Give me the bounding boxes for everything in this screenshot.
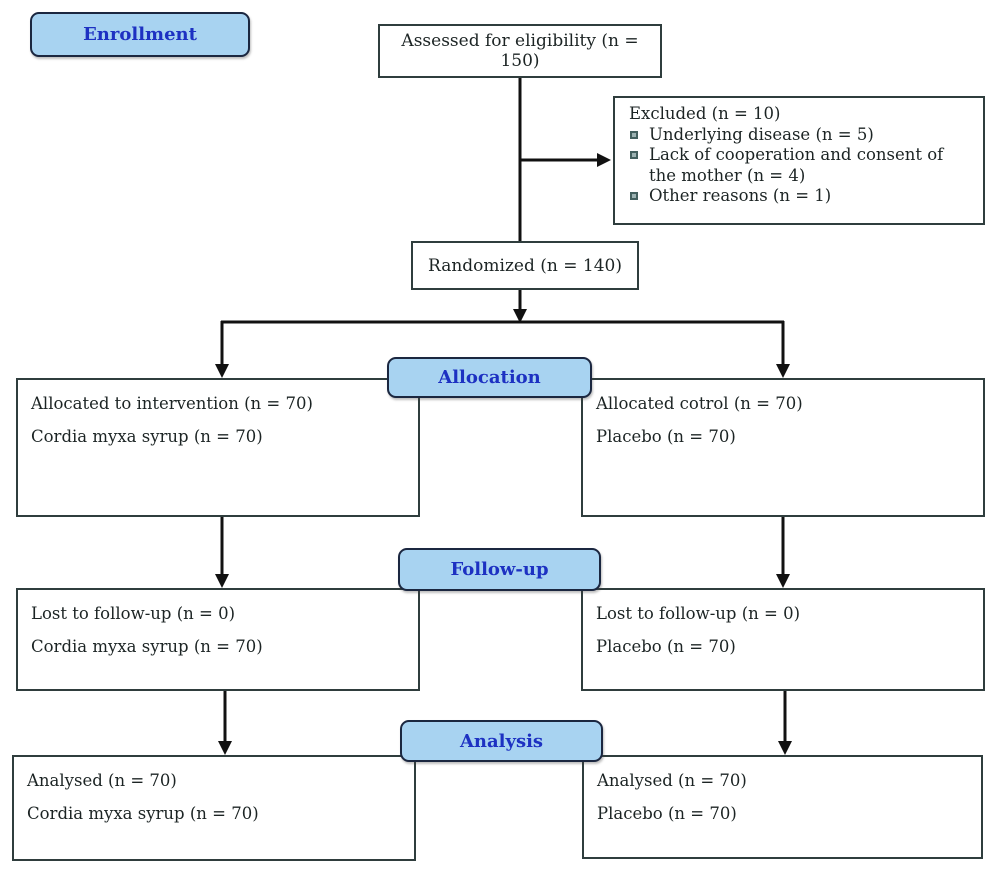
assessed-box: Assessed for eligibility (n = 150) [378, 24, 662, 78]
arrowhead-analysis-right [778, 741, 792, 755]
square-bullet-icon [630, 151, 638, 159]
randomized-box: Randomized (n = 140) [411, 241, 639, 290]
allocation-control-box: Allocated cotrol (n = 70) Placebo (n = 7… [581, 378, 985, 517]
excluded-title: Excluded (n = 10) [629, 104, 781, 123]
allocation-control-line2: Placebo (n = 70) [596, 427, 736, 446]
randomized-text: Randomized (n = 140) [428, 255, 622, 276]
arrowhead-alloc-left [215, 364, 229, 378]
assessed-text: Assessed for eligibility (n = 150) [401, 31, 639, 71]
stage-label-analysis: Analysis [400, 720, 603, 762]
arrowhead-alloc-right [776, 364, 790, 378]
arrowhead-analysis-left [218, 741, 232, 755]
followup-intervention-line2: Cordia myxa syrup (n = 70) [31, 637, 263, 656]
stage-label-allocation: Allocation [387, 357, 592, 398]
analysis-intervention-line2: Cordia myxa syrup (n = 70) [27, 804, 259, 823]
followup-control-line1: Lost to follow-up (n = 0) [596, 604, 801, 623]
arrowhead-branch-center [513, 309, 527, 323]
excluded-item: Underlying disease (n = 5) [629, 125, 975, 146]
analysis-control-box: Analysed (n = 70) Placebo (n = 70) [582, 755, 983, 859]
followup-intervention-box: Lost to follow-up (n = 0) Cordia myxa sy… [16, 588, 420, 691]
analysis-control-line2: Placebo (n = 70) [597, 804, 737, 823]
analysis-intervention-box: Analysed (n = 70) Cordia myxa syrup (n =… [12, 755, 416, 861]
stage-label-enrollment: Enrollment [30, 12, 250, 57]
excluded-item-text: Lack of cooperation and consent of the m… [649, 145, 944, 185]
stage-label-followup: Follow-up [398, 548, 601, 591]
allocation-intervention-line2: Cordia myxa syrup (n = 70) [31, 427, 263, 446]
followup-control-line2: Placebo (n = 70) [596, 637, 736, 656]
square-bullet-icon [630, 192, 638, 200]
followup-intervention-line1: Lost to follow-up (n = 0) [31, 604, 236, 623]
square-bullet-icon [630, 130, 638, 139]
analysis-intervention-line1: Analysed (n = 70) [27, 771, 177, 790]
allocation-intervention-line1: Allocated to intervention (n = 70) [31, 394, 313, 413]
excluded-item-text: Other reasons (n = 1) [649, 186, 832, 205]
followup-control-box: Lost to follow-up (n = 0) Placebo (n = 7… [581, 588, 985, 691]
excluded-item: Other reasons (n = 1) [629, 186, 975, 207]
arrowhead-followup-right [776, 574, 790, 588]
excluded-item: Lack of cooperation and consent of the m… [629, 145, 975, 186]
excluded-item-text: Underlying disease (n = 5) [649, 124, 874, 144]
excluded-box: Excluded (n = 10) Underlying disease (n … [613, 96, 985, 225]
arrowhead-followup-left [215, 574, 229, 588]
arrowhead-excluded [597, 153, 611, 167]
analysis-control-line1: Analysed (n = 70) [597, 771, 747, 790]
allocation-control-line1: Allocated cotrol (n = 70) [596, 394, 803, 413]
allocation-intervention-box: Allocated to intervention (n = 70) Cordi… [16, 378, 420, 517]
